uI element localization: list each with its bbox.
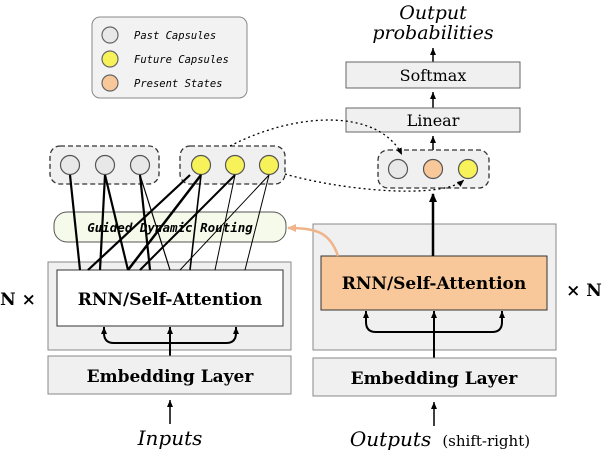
legend-future-label: Future Capsules [134,54,229,66]
past-capsule [59,154,81,176]
decoder-embedding-box [312,357,557,397]
encoder-inner-arrows [101,327,239,356]
softmax-label: Softmax [400,66,467,85]
legend-future-swatch [101,50,119,68]
decoder-future-capsule [457,158,479,180]
legend-present-swatch [101,74,119,92]
linear-box [345,107,521,133]
repeat-right-label: × N [566,281,602,301]
decoder-block [320,255,548,311]
output-probabilities-line1: Output [399,2,467,24]
outputs-word: Outputs [350,427,431,451]
legend-past-swatch [101,26,119,44]
outputs-label: Outputs (shift-right) [350,427,530,451]
legend-present-label: Present States [134,78,223,90]
future-capsule [190,154,212,176]
past-capsule [129,154,151,176]
future-capsule [224,154,246,176]
linear-label: Linear [407,111,460,130]
routing-connections [68,174,270,271]
guidance-arrow [287,224,340,257]
encoder-embedding-box [47,355,292,395]
decoder-present-state [422,158,444,180]
decoder-past-capsule [387,158,409,180]
inputs-label: Inputs [137,426,203,450]
output-probabilities-line2: probabilities [372,22,494,44]
decoder-inner-arrows [363,311,505,358]
routing-box [53,211,287,243]
dotted-connector-future [229,119,403,156]
shift-right-note: (shift-right) [442,432,530,450]
decoder-block-label: RNN/Self-Attention [342,274,527,294]
repeat-left-label: N × [0,290,36,310]
encoder-block-label: RNN/Self-Attention [78,290,263,310]
legend: Past Capsules Future Capsules Present St… [91,16,248,99]
legend-box [91,16,248,99]
decoder-embedding-label: Embedding Layer [351,369,519,389]
softmax-box [345,61,521,89]
future-capsule [258,154,280,176]
legend-past-label: Past Capsules [134,30,216,42]
routing-label: Guided Dynamic Routing [87,220,253,235]
encoder-embedding-label: Embedding Layer [87,367,255,387]
past-capsule [94,154,116,176]
